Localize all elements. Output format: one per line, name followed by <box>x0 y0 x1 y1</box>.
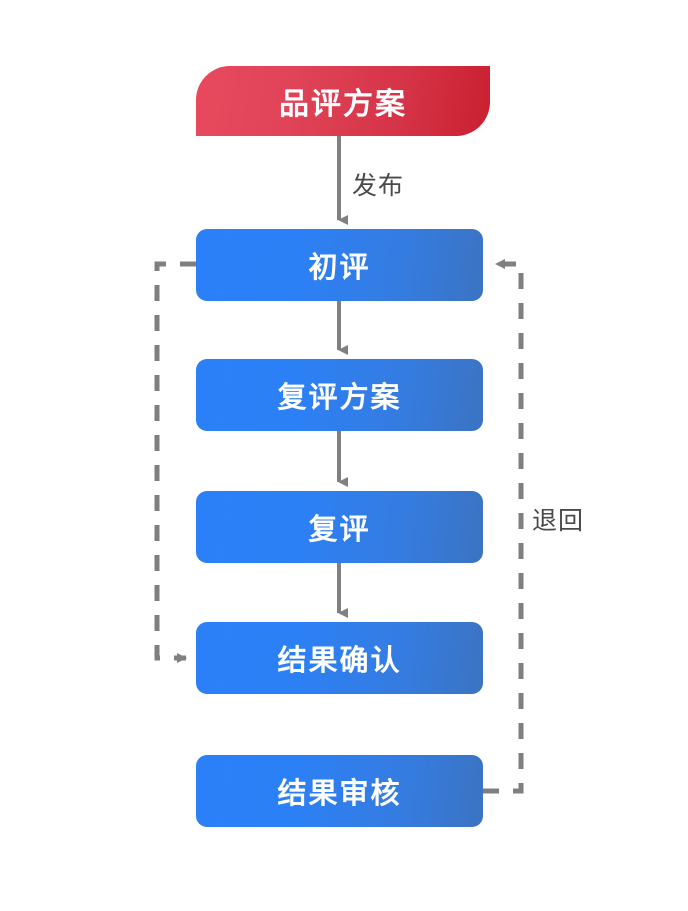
node-pinping-fangan[interactable]: 品评方案 <box>196 66 490 136</box>
node-jieguo-shenhe[interactable]: 结果审核 <box>196 755 483 827</box>
node-fuping-fangan[interactable]: 复评方案 <box>196 359 483 431</box>
node-chuping[interactable]: 初评 <box>196 229 483 301</box>
edge-jieguoshenhe-to-chuping-dashed <box>483 259 524 794</box>
node-fuping[interactable]: 复评 <box>196 491 483 563</box>
node-jieguo-queren[interactable]: 结果确认 <box>196 622 483 694</box>
edge-chuping-to-jieguoqueren-dashed <box>154 261 196 663</box>
edge-label-tuihui: 退回 <box>532 507 585 535</box>
edge-label-fabu: 发布 <box>352 172 405 200</box>
